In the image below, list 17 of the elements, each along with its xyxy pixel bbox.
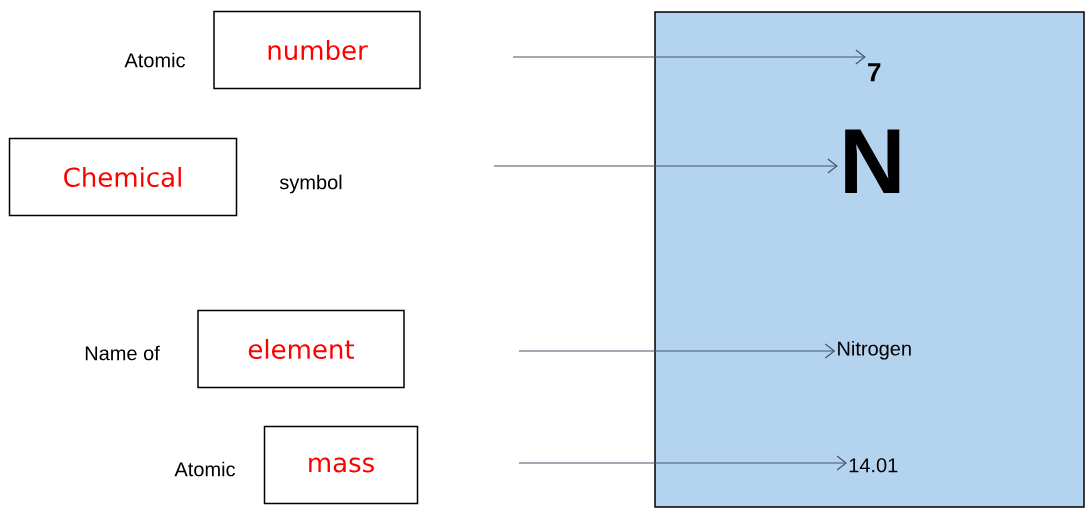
label-box: Chemical xyxy=(8,137,238,217)
arrow xyxy=(518,455,848,471)
side-label: symbol xyxy=(279,174,342,194)
label-box: number xyxy=(213,10,421,90)
label-box: mass xyxy=(263,425,419,505)
arrow xyxy=(512,49,866,65)
side-label: Atomic xyxy=(174,461,236,477)
element-name: Nitrogen xyxy=(838,340,911,360)
side-label: Name of xyxy=(85,345,160,361)
arrow xyxy=(518,343,836,359)
label-box: element xyxy=(197,309,405,389)
atomic-mass: 14.01 xyxy=(849,458,898,473)
atomic-number: 7 xyxy=(868,63,881,82)
side-label: Atomic xyxy=(124,52,186,68)
element-card xyxy=(654,11,1085,508)
element-symbol: N xyxy=(845,129,900,193)
arrow xyxy=(493,158,838,174)
